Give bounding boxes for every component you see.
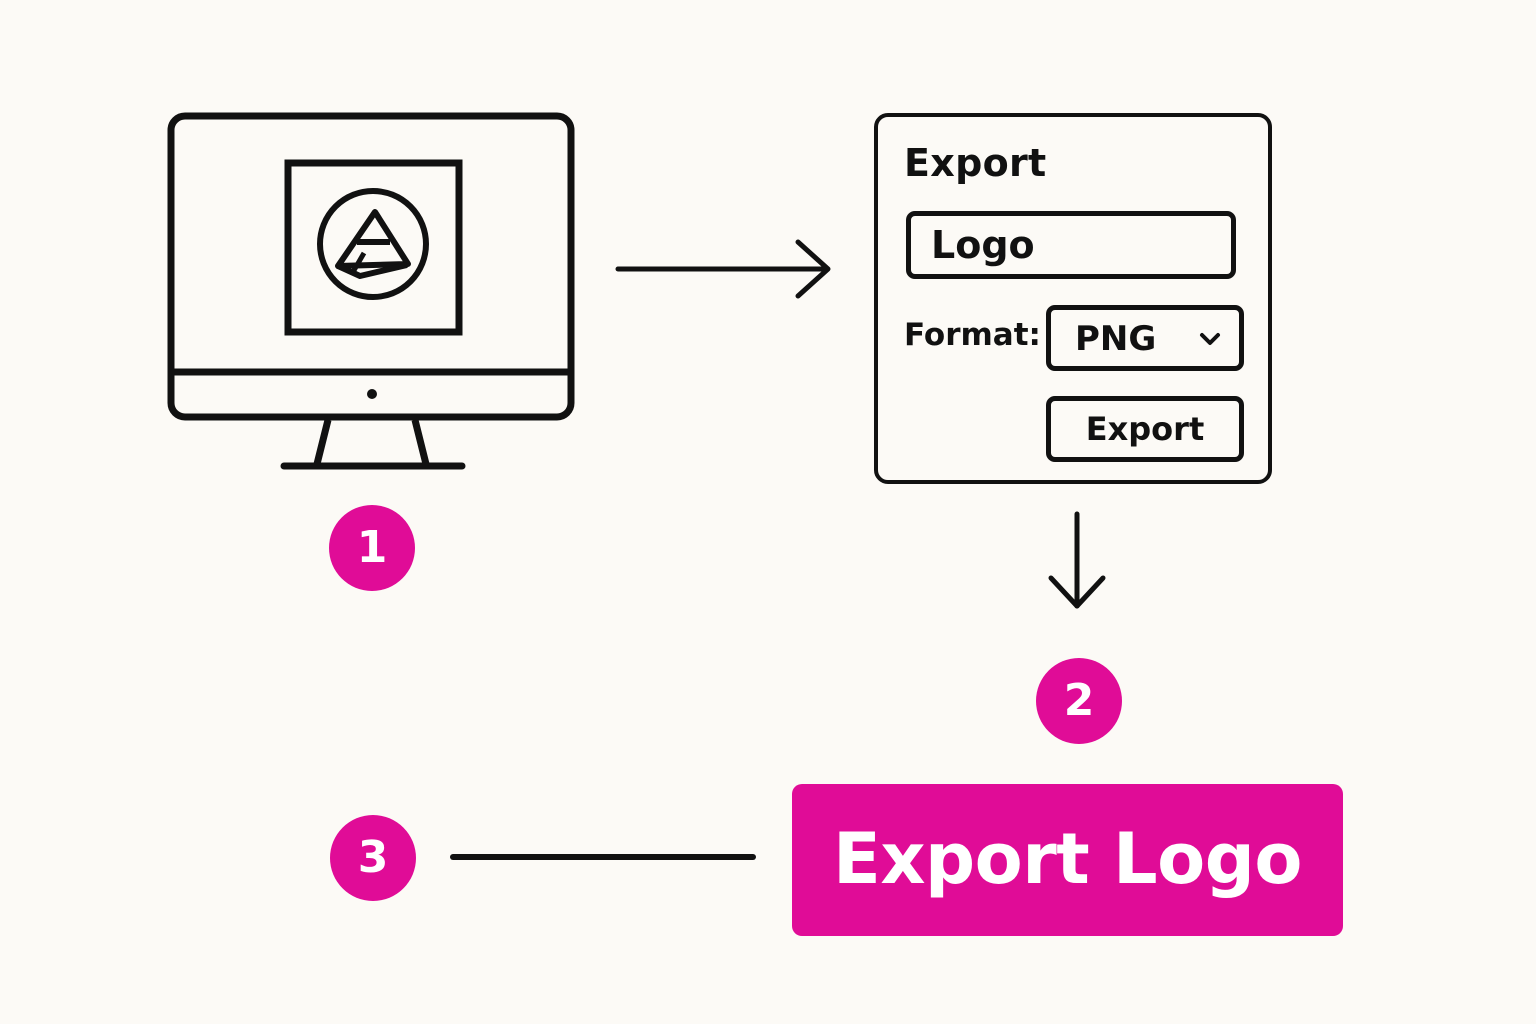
triangle-logo-icon	[317, 188, 429, 300]
format-label: Format:	[904, 317, 1041, 353]
file-name-field[interactable]	[906, 211, 1236, 279]
step-2-badge: 2	[1036, 658, 1122, 744]
format-select-value: PNG	[1075, 319, 1157, 359]
format-select[interactable]: PNG	[1046, 305, 1244, 371]
arrow-down-icon	[1048, 511, 1106, 609]
export-button[interactable]: Export	[1046, 396, 1244, 462]
export-dialog: Export Format: PNG Export	[874, 113, 1272, 484]
step-1-badge: 1	[329, 505, 415, 591]
dialog-title: Export	[904, 141, 1047, 185]
export-logo-button[interactable]: Export Logo	[792, 784, 1343, 936]
connector-line	[450, 854, 756, 860]
monitor-icon	[167, 112, 575, 470]
chevron-down-icon	[1200, 333, 1220, 345]
step-3-badge: 3	[330, 815, 416, 901]
logo-frame	[284, 159, 463, 336]
arrow-right-icon	[615, 239, 831, 299]
